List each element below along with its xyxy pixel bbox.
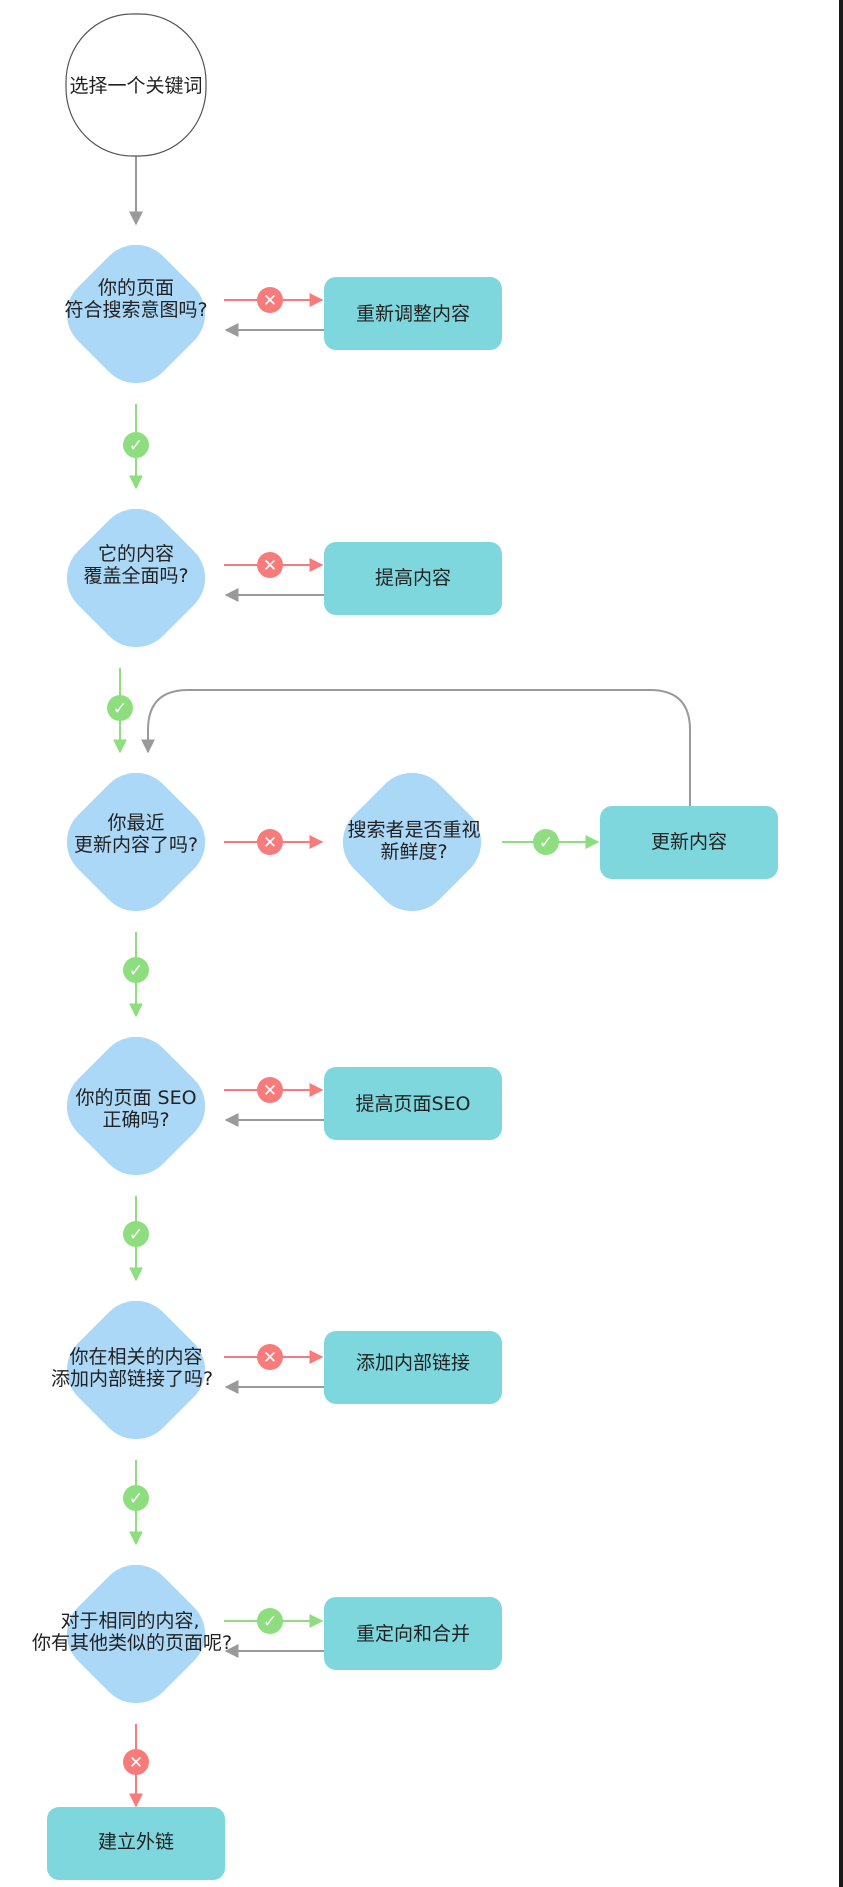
check-icon: ✓ [123, 1485, 149, 1511]
action-readjust: 重新调整内容 [324, 277, 502, 350]
question-1-line2: 符合搜索意图吗? [64, 299, 207, 321]
question-1: 你的页面 符合搜索意图吗? [64, 244, 208, 384]
action-improve-seo-box [324, 1067, 502, 1140]
svg-text:✓: ✓ [129, 1489, 143, 1509]
action-redirect-merge: 重定向和合并 [324, 1597, 502, 1670]
question-5-shape [66, 1300, 206, 1440]
action-improve-content: 提高内容 [324, 542, 502, 615]
svg-text:✓: ✓ [113, 699, 127, 719]
question-freshness: 搜索者是否重视 新鲜度? [342, 772, 482, 912]
cross-icon: ✕ [257, 1344, 283, 1370]
action-redirect-merge-box [324, 1597, 502, 1670]
question-2-line2: 覆盖全面吗? [83, 565, 188, 587]
question-3-shape [66, 772, 206, 912]
action-update-content: 更新内容 [600, 806, 778, 879]
svg-text:✕: ✕ [263, 291, 277, 311]
check-icon: ✓ [123, 957, 149, 983]
action-update-content-label: 更新内容 [651, 831, 727, 853]
question-6: 对于相同的内容, 你有其他类似的页面呢? [32, 1564, 232, 1704]
question-5-line1: 你在相关的内容 [69, 1346, 202, 1368]
question-3: 你最近 更新内容了吗? [66, 772, 206, 912]
question-4-line1: 你的页面 SEO [75, 1087, 196, 1109]
action-add-internal-links: 添加内部链接 [324, 1331, 502, 1404]
start-label: 选择一个关键词 [69, 75, 202, 97]
start-shape [65, 13, 207, 157]
action-redirect-merge-label: 重定向和合并 [356, 1623, 470, 1645]
action-readjust-box [324, 277, 502, 350]
action-improve-seo-label: 提高页面SEO [355, 1093, 470, 1115]
connectors [113, 156, 691, 1808]
check-icon: ✓ [107, 695, 133, 721]
question-1-line1: 你的页面 [98, 277, 174, 299]
action-update-content-box [600, 806, 778, 879]
question-4-shape [66, 1036, 206, 1176]
action-add-internal-links-label: 添加内部链接 [356, 1352, 470, 1374]
question-1-shape [66, 244, 206, 384]
question-6-line2: 你有其他类似的页面呢? [32, 1632, 232, 1654]
check-icon: ✓ [123, 432, 149, 458]
svg-text:✓: ✓ [129, 436, 143, 456]
question-3-line2: 更新内容了吗? [74, 834, 198, 856]
cross-icon: ✕ [257, 829, 283, 855]
svg-text:✕: ✕ [263, 1348, 277, 1368]
question-4-line2: 正确吗? [102, 1109, 169, 1131]
svg-text:✓: ✓ [263, 1612, 277, 1632]
action-build-backlinks-label: 建立外链 [98, 1831, 174, 1853]
question-6-shape [66, 1564, 206, 1704]
question-freshness-line1: 搜索者是否重视 [347, 819, 480, 841]
action-readjust-label: 重新调整内容 [356, 303, 470, 325]
cross-icon: ✕ [257, 287, 283, 313]
action-improve-content-box [324, 542, 502, 615]
svg-text:✕: ✕ [129, 1753, 143, 1773]
svg-text:✓: ✓ [129, 961, 143, 981]
arrow-update-content-loop [141, 689, 691, 806]
question-3-line1: 你最近 [107, 812, 164, 834]
question-5: 你在相关的内容 添加内部链接了吗? [51, 1300, 213, 1440]
question-4: 你的页面 SEO 正确吗? [66, 1036, 206, 1176]
question-2-line1: 它的内容 [98, 543, 174, 565]
check-icon: ✓ [123, 1221, 149, 1247]
cross-icon: ✕ [123, 1749, 149, 1775]
question-2-shape [66, 508, 206, 648]
right-edge-bar [839, 0, 843, 1887]
svg-text:✕: ✕ [263, 556, 277, 576]
question-freshness-shape [342, 772, 482, 912]
svg-text:✓: ✓ [129, 1225, 143, 1245]
svg-text:✕: ✕ [263, 833, 277, 853]
question-freshness-line2: 新鲜度? [380, 841, 447, 863]
svg-text:✕: ✕ [263, 1081, 277, 1101]
action-improve-content-label: 提高内容 [375, 567, 451, 589]
action-build-backlinks-box [47, 1807, 225, 1880]
start-node: 选择一个关键词 [65, 13, 207, 157]
action-build-backlinks: 建立外链 [47, 1807, 225, 1880]
check-icon: ✓ [257, 1608, 283, 1634]
question-2: 它的内容 覆盖全面吗? [66, 508, 206, 648]
check-icon: ✓ [533, 829, 559, 855]
question-6-line1: 对于相同的内容, [60, 1610, 199, 1632]
cross-icon: ✕ [257, 1077, 283, 1103]
cross-icon: ✕ [257, 552, 283, 578]
action-improve-seo: 提高页面SEO [324, 1067, 502, 1140]
svg-text:✓: ✓ [539, 833, 553, 853]
action-add-internal-links-box [324, 1331, 502, 1404]
question-5-line2: 添加内部链接了吗? [51, 1368, 213, 1390]
